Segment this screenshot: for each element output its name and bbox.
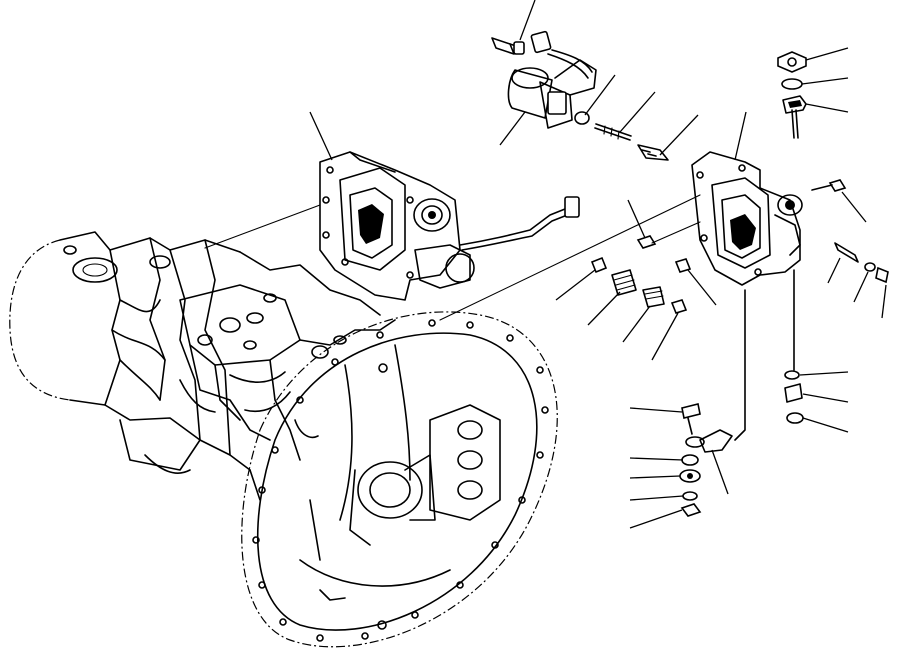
cover-plate bbox=[691, 151, 803, 286]
small-parts bbox=[574, 111, 889, 517]
flywheel-housing-flange bbox=[241, 311, 558, 648]
main-pump-housing bbox=[9, 231, 396, 501]
top-right-parts bbox=[777, 51, 807, 139]
regulator-valve-assembly bbox=[319, 151, 580, 301]
leader-lines bbox=[204, 0, 887, 529]
solenoid-unit bbox=[491, 30, 597, 129]
